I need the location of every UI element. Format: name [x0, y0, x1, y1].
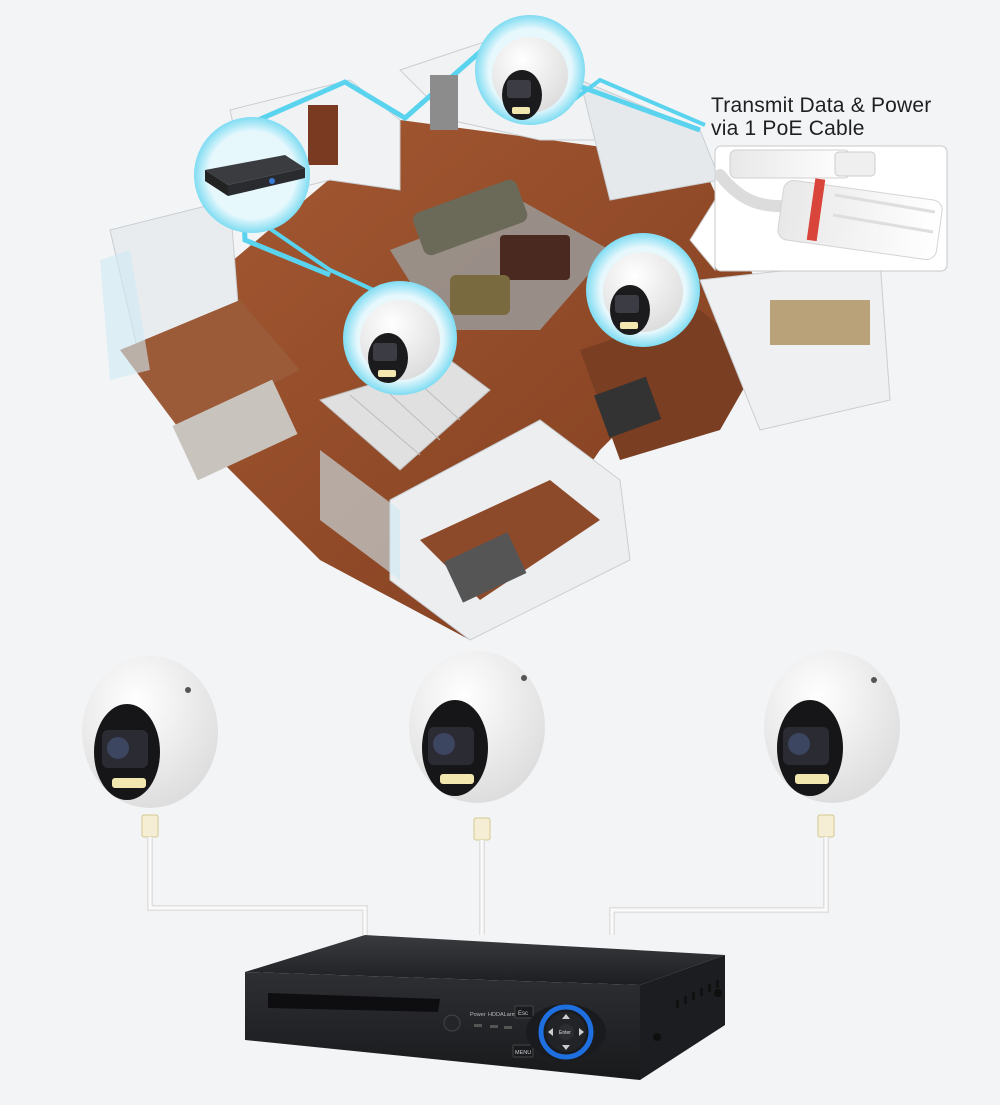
- camera-bubble-mid: [343, 281, 457, 395]
- dome-camera-icon: [492, 37, 568, 120]
- nvr-recorder: Power HDD ALarm Esc MENU Enter: [245, 935, 725, 1080]
- nvr-recorder-icon: [205, 155, 305, 196]
- cable-1: [141, 814, 368, 935]
- network-cables: [141, 814, 835, 935]
- dome-camera-2: [409, 651, 545, 803]
- enter-label: Enter: [559, 1030, 571, 1036]
- desk: [443, 532, 527, 603]
- kitchen-counter: [770, 300, 870, 345]
- armchair: [450, 275, 510, 315]
- glass-panel: [100, 250, 150, 380]
- power-button[interactable]: [443, 1014, 461, 1032]
- nav-right-icon[interactable]: [579, 1028, 584, 1036]
- navigation-pad-icon[interactable]: [526, 1004, 606, 1060]
- nav-down-icon[interactable]: [562, 1045, 570, 1050]
- nav-up-icon[interactable]: [562, 1014, 570, 1019]
- dome-camera-3: [764, 651, 900, 803]
- dome-camera-icon: [360, 300, 440, 383]
- esc-button[interactable]: [514, 1005, 534, 1019]
- window: [430, 75, 458, 130]
- poe-cable-callout: [689, 145, 948, 272]
- nav-left-icon[interactable]: [548, 1028, 553, 1036]
- callout-line-1: Transmit Data & Power: [711, 94, 932, 117]
- dining-table: [594, 376, 662, 438]
- menu-button[interactable]: [512, 1044, 534, 1058]
- door: [308, 105, 338, 165]
- led-label-alarm: ALarm: [500, 1012, 517, 1018]
- sofa: [413, 179, 528, 256]
- nvr-vents: [676, 980, 719, 1008]
- rj45-connector-icon: [817, 814, 835, 838]
- menu-label: MENU: [515, 1050, 531, 1056]
- bed: [172, 379, 298, 481]
- cable-3: [609, 814, 835, 935]
- led-label-power: Power: [470, 1012, 486, 1018]
- poe-cable-icon: [714, 149, 943, 261]
- camera-bubble-right: [586, 233, 700, 347]
- rj45-connector-icon: [473, 817, 491, 841]
- glass-panel: [320, 450, 400, 580]
- dome-camera-icon: [603, 252, 683, 335]
- bedroom-floor: [120, 300, 300, 430]
- drive-slot: [268, 993, 440, 1012]
- esc-label: Esc: [518, 1011, 528, 1017]
- rj45-connector-icon: [141, 814, 159, 838]
- led-label-hdd: HDD: [488, 1012, 500, 1018]
- house-floor-plan: [100, 15, 891, 641]
- poe-callout-text: Transmit Data & Power via 1 PoE Cable: [711, 94, 991, 140]
- coffee-table: [500, 235, 570, 280]
- status-leds: Power HDD ALarm: [470, 1012, 517, 1029]
- nvr-bubble: [194, 117, 310, 233]
- camera-row: [82, 651, 900, 808]
- dome-camera-1: [82, 656, 218, 808]
- nvr-side: [640, 955, 725, 1080]
- callout-line-2: via 1 PoE Cable: [711, 117, 865, 140]
- cable-2: [473, 817, 491, 935]
- camera-bubble-top: [475, 15, 585, 125]
- nvr-top: [245, 935, 725, 985]
